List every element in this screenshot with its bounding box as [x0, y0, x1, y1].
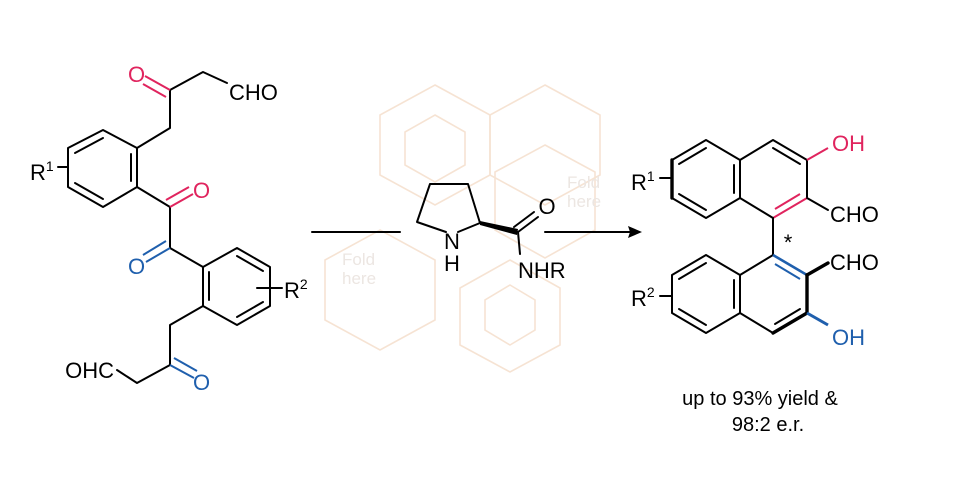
r2-superscript: 2	[300, 276, 308, 292]
yield-caption: up to 93% yield &	[682, 388, 838, 410]
stereocenter-mark: *	[784, 230, 793, 255]
reactant-structure	[57, 71, 283, 384]
nhr-label: NHR	[518, 258, 566, 283]
ketone-oxygen-label: O	[193, 370, 210, 395]
amide-oxygen-label: O	[538, 194, 555, 219]
amine-h-label: H	[444, 251, 460, 276]
ohc-label: OHC	[65, 358, 114, 383]
r2-symbol: R	[631, 286, 647, 311]
cho-label: CHO	[830, 250, 879, 275]
watermark-here-text: here	[342, 269, 376, 288]
r1-symbol: R	[631, 170, 647, 195]
hydroxyl-label: OH	[832, 325, 865, 350]
r1-label: R1	[30, 158, 54, 185]
r1-label: R1	[631, 168, 655, 195]
ketone-oxygen-label: O	[128, 62, 145, 87]
r2-superscript: 2	[647, 284, 655, 300]
r1-superscript: 1	[46, 158, 54, 174]
r1-symbol: R	[30, 160, 46, 185]
r2-label: R2	[284, 276, 308, 303]
cho-label: CHO	[830, 202, 879, 227]
watermark-fold-text: Fold	[567, 173, 600, 192]
watermark-here-text: here	[567, 192, 601, 211]
amine-n-label: N	[444, 229, 460, 254]
cho-label: CHO	[229, 80, 278, 105]
diketone-oxygen-label: O	[193, 178, 210, 203]
catalyst-structure	[416, 183, 539, 255]
watermark-hexagons	[324, 84, 601, 373]
r1-superscript: 1	[647, 168, 655, 184]
hydroxyl-label: OH	[832, 131, 865, 156]
reaction-arrow	[544, 226, 642, 238]
er-caption: 98:2 e.r.	[732, 414, 804, 436]
watermark-fold-text: Fold	[342, 250, 375, 269]
product-structure	[659, 139, 830, 335]
r2-label: R2	[631, 284, 655, 311]
r2-symbol: R	[284, 278, 300, 303]
diketone-oxygen-label: O	[128, 254, 145, 279]
